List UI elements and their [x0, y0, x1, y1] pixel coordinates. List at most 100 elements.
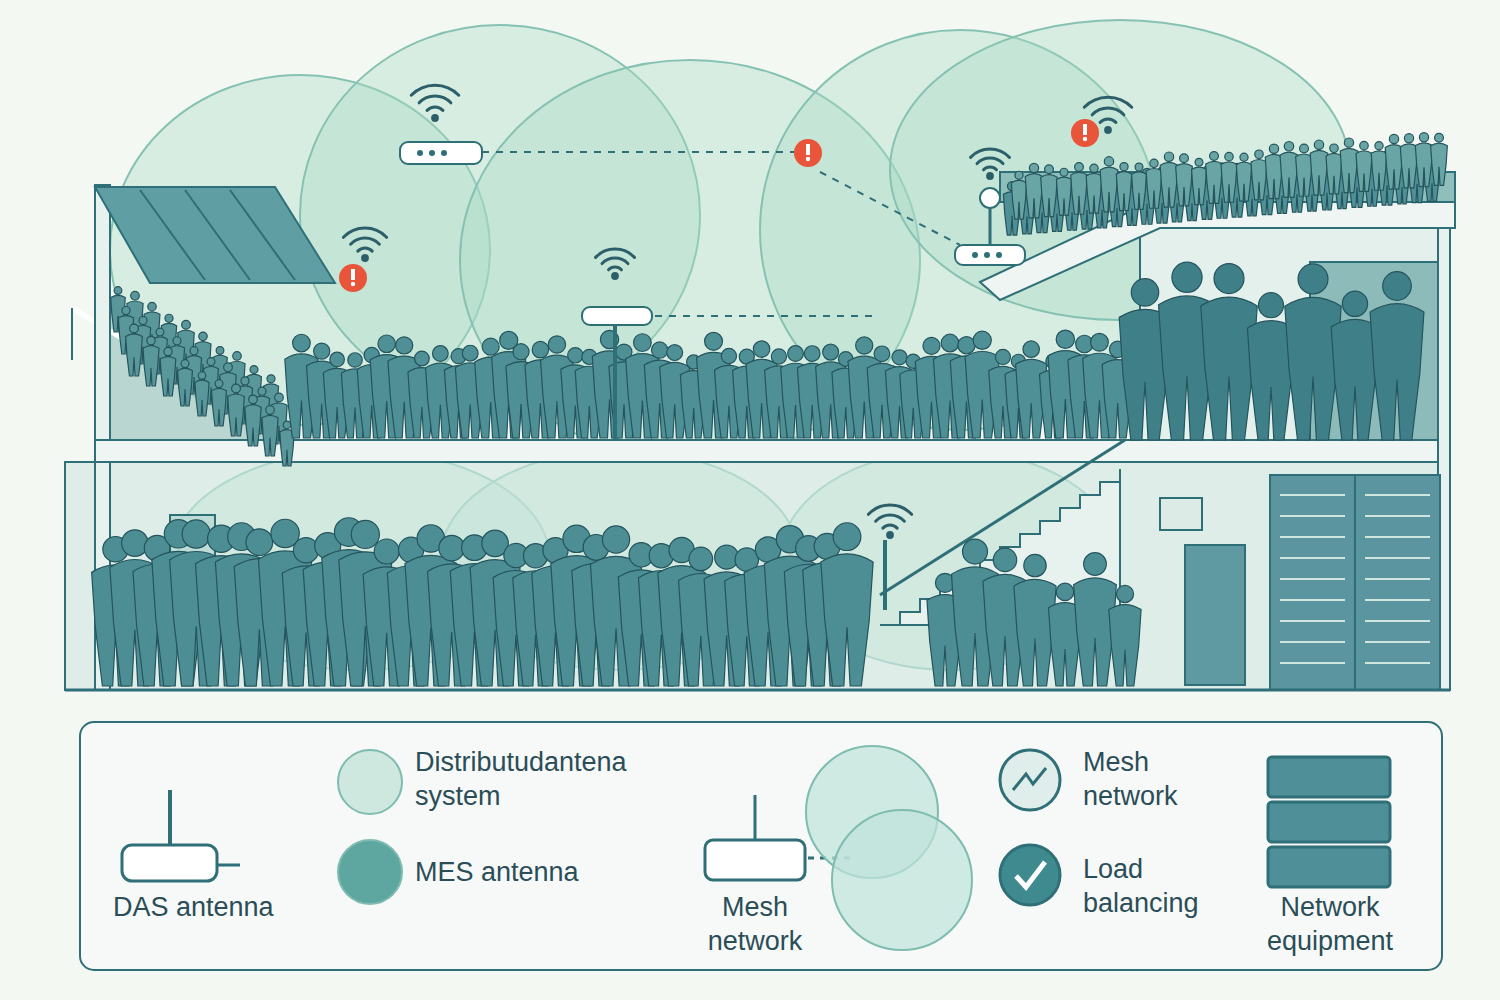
person-figure	[1265, 144, 1282, 199]
person-head	[374, 539, 399, 564]
person-head	[1404, 134, 1413, 143]
mesh-router-icon	[705, 840, 805, 880]
wifi-arc	[1092, 108, 1124, 115]
antenna-pole	[754, 795, 757, 840]
device-led	[996, 252, 1002, 258]
upper-slab	[95, 440, 1450, 462]
warning-badge	[339, 264, 367, 292]
person-head	[1255, 150, 1263, 158]
legend-label: Network equipment	[1240, 890, 1420, 958]
person-head	[689, 547, 713, 571]
wifi-arc	[971, 149, 1010, 157]
person-body	[1296, 154, 1313, 196]
person-head	[923, 337, 940, 354]
person-head	[348, 353, 362, 367]
router-device	[955, 245, 1025, 265]
person-head	[1120, 163, 1128, 171]
person-figure	[1192, 158, 1207, 204]
person-head	[414, 351, 429, 366]
person-head	[1195, 158, 1203, 166]
wifi-dot	[886, 531, 894, 539]
person-figure	[245, 395, 261, 446]
person-head	[705, 332, 723, 350]
check-mark	[1016, 862, 1045, 887]
person-head	[1056, 583, 1073, 600]
person-figure	[160, 347, 176, 396]
person-figure	[1056, 168, 1071, 215]
person-head	[378, 335, 396, 353]
wifi-symbol	[971, 149, 1010, 180]
person-head	[482, 338, 499, 355]
wifi-arc	[411, 85, 459, 95]
wifi-dot	[361, 254, 369, 262]
ground-line	[65, 689, 1450, 692]
rack-slot	[1280, 578, 1345, 580]
device-led	[441, 150, 447, 156]
device-pole	[613, 326, 617, 440]
mesh-link	[820, 172, 960, 245]
person-head	[215, 380, 223, 388]
warning-circle	[1071, 119, 1099, 147]
person-body	[1201, 297, 1257, 440]
person-body	[1056, 177, 1071, 215]
person-body	[195, 380, 209, 416]
mesh-link	[482, 151, 795, 153]
mesh-coverage	[832, 810, 972, 950]
person-figure	[1415, 133, 1432, 187]
person-head	[293, 334, 311, 352]
person-head	[995, 349, 1010, 364]
person-figure	[1310, 140, 1328, 195]
person-head	[165, 314, 173, 322]
person-head	[1104, 157, 1113, 166]
person-body	[1071, 172, 1088, 214]
wifi-arc	[351, 238, 380, 244]
person-body	[1356, 151, 1372, 192]
network-devices	[400, 142, 1025, 610]
person-figure	[1176, 154, 1193, 206]
person-figure	[195, 372, 209, 416]
person-head	[1045, 165, 1054, 174]
person-figure	[1370, 272, 1424, 440]
person-head	[241, 377, 249, 385]
person-figure	[1431, 133, 1448, 185]
person-head	[1344, 138, 1353, 147]
person-head	[1075, 163, 1084, 172]
person-head	[634, 334, 652, 352]
person-head	[1435, 133, 1444, 142]
person-figure	[1280, 141, 1298, 197]
rack-slot	[1280, 536, 1345, 538]
person-figure	[1340, 138, 1357, 193]
person-head	[1269, 144, 1278, 153]
legend	[80, 722, 1442, 970]
person-head	[232, 384, 241, 393]
mesh-network-icon	[1013, 768, 1046, 790]
wifi-arc	[977, 158, 1003, 164]
person-head	[973, 331, 991, 349]
person-head	[199, 332, 207, 340]
person-head	[1214, 264, 1244, 294]
warning-circle	[339, 264, 367, 292]
person-figure	[1071, 163, 1088, 215]
person-head	[1258, 293, 1283, 318]
person-figure	[1160, 152, 1178, 207]
person-figure	[1251, 150, 1267, 200]
person-figure	[1132, 163, 1147, 209]
rack-slot	[1280, 599, 1345, 601]
person-body	[212, 388, 227, 426]
person-head	[1210, 152, 1219, 161]
person-figure	[1326, 144, 1342, 194]
person-figure	[1356, 141, 1372, 191]
person-head	[1084, 553, 1107, 576]
person-head	[1091, 333, 1109, 351]
person-head	[804, 346, 820, 362]
legend-label: Load balancing	[1083, 852, 1233, 920]
stair-rail	[880, 440, 1125, 595]
legend-label: Distributudantena system	[415, 745, 695, 813]
person-head	[1060, 168, 1068, 176]
wifi-arc	[358, 248, 372, 251]
person-figure	[1371, 142, 1387, 191]
router-device	[400, 142, 482, 164]
person-body	[821, 554, 873, 686]
person-head	[1330, 144, 1338, 152]
